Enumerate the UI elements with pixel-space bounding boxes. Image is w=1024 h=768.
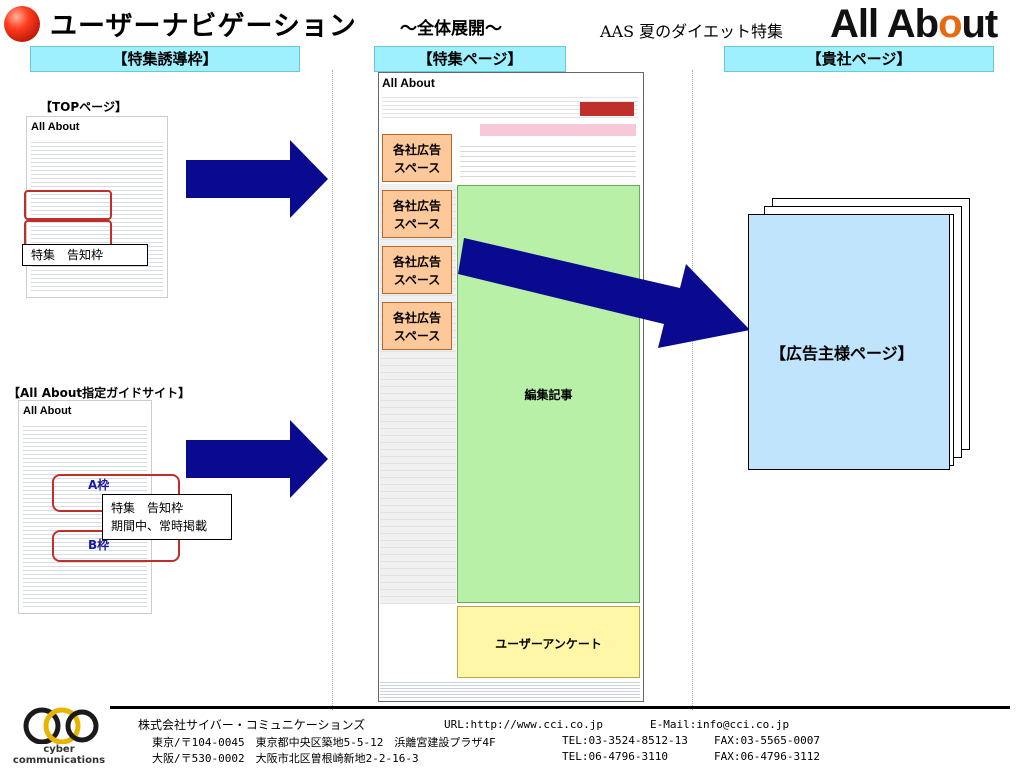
slot-b-label: B枠 bbox=[88, 538, 110, 552]
footer-url: URL:http://www.cci.co.jp bbox=[444, 718, 603, 731]
footer-tokyo-fax: FAX:03-5565-0007 bbox=[714, 734, 820, 747]
column-header-promo: 【特集誘導枠】 bbox=[30, 46, 300, 72]
footer-osaka-address: 大阪/〒530-0002 大阪市北区曽根崎新地2-2-16-3 bbox=[152, 752, 419, 765]
survey-area: ユーザーアンケート bbox=[457, 606, 640, 678]
column-header-company: 【貴社ページ】 bbox=[724, 46, 994, 72]
allabout-logo: All About bbox=[830, 2, 998, 46]
footer-tokyo-tel: TEL:03-3524-8512-13 bbox=[562, 734, 688, 747]
footer-osaka-fax: FAX:06-4796-3112 bbox=[714, 750, 820, 763]
thumbnail-content bbox=[31, 139, 163, 293]
top-page-callout: 特集 告知枠 bbox=[22, 244, 148, 266]
callout-line-2: 期間中、常時掲載 bbox=[111, 519, 208, 533]
column-divider bbox=[692, 70, 693, 710]
callout-line-1: 特集 告知枠 bbox=[111, 501, 184, 515]
flow-arrow-icon bbox=[458, 230, 758, 360]
ad-space-label: 各社広告 スペース bbox=[392, 311, 441, 343]
footer-email: E-Mail:info@cci.co.jp bbox=[650, 718, 790, 731]
flow-arrow-icon bbox=[186, 420, 328, 498]
feature-page-intro bbox=[460, 142, 636, 180]
wordmark-line-1: cyber bbox=[43, 744, 75, 755]
slot-a-label: A枠 bbox=[88, 478, 110, 492]
survey-label: ユーザーアンケート bbox=[495, 637, 602, 651]
footer-divider bbox=[110, 706, 1010, 709]
page-title: ユーザーナビゲーション bbox=[50, 11, 357, 42]
feature-page-footer bbox=[380, 680, 640, 698]
advertiser-page-label: 【広告主様ページ】 bbox=[770, 344, 914, 363]
guide-site-callout: 特集 告知枠 期間中、常時掲載 bbox=[102, 494, 232, 540]
top-page-thumbnail: All About bbox=[26, 116, 168, 298]
feature-page-badge bbox=[580, 102, 634, 116]
top-page-caption: 【TOPページ】 bbox=[40, 100, 127, 114]
column-header-feature: 【特集ページ】 bbox=[374, 46, 566, 72]
promo-slot-highlight bbox=[24, 190, 112, 220]
ad-space-label: 各社広告 スペース bbox=[392, 255, 441, 287]
ad-space: 各社広告 スペース bbox=[382, 246, 452, 294]
title-bullet-icon bbox=[4, 6, 40, 42]
editorial-label: 編集記事 bbox=[524, 388, 573, 402]
ad-space: 各社広告 スペース bbox=[382, 190, 452, 238]
ad-space-label: 各社広告 スペース bbox=[392, 199, 441, 231]
thumbnail-logo: All About bbox=[23, 405, 72, 417]
feature-page-tabs bbox=[480, 124, 636, 136]
advertiser-page bbox=[748, 214, 950, 470]
guide-site-caption: 【All About指定ガイドサイト】 bbox=[8, 386, 191, 400]
page-subtitle: ～全体展開～ bbox=[400, 19, 502, 39]
ad-space: 各社広告 スペース bbox=[382, 134, 452, 182]
footer-tokyo-address: 東京/〒104-0045 東京都中央区築地5-5-12 浜離宮建設プラザ4F bbox=[152, 736, 496, 749]
ad-space-label: 各社広告 スペース bbox=[392, 143, 441, 175]
footer-osaka-tel: TEL:06-4796-3110 bbox=[562, 750, 668, 763]
column-divider bbox=[332, 70, 333, 710]
footer-company: 株式会社サイバー・コミュニケーションズ bbox=[138, 718, 366, 732]
thumbnail-logo: All About bbox=[31, 121, 80, 133]
cyber-communications-wordmark: cyber communications bbox=[6, 744, 112, 766]
feature-page-logo: All About bbox=[382, 76, 435, 90]
cyber-communications-logo-icon bbox=[20, 706, 100, 745]
wordmark-line-2: communications bbox=[12, 755, 106, 766]
campaign-label: AAS 夏のダイエット特集 bbox=[600, 22, 783, 41]
flow-arrow-icon bbox=[186, 140, 328, 218]
ad-space: 各社広告 スペース bbox=[382, 302, 452, 350]
